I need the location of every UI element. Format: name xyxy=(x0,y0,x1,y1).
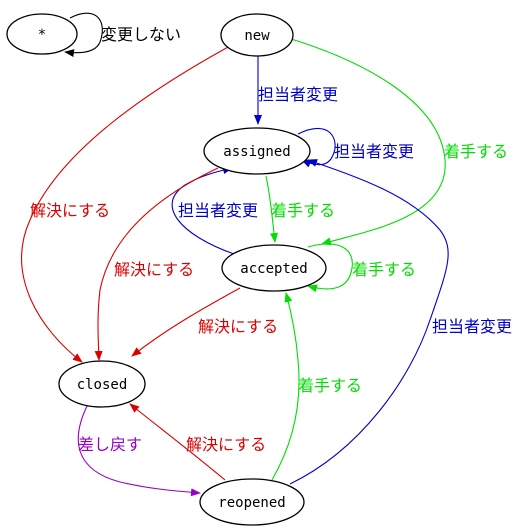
edge-accepted-assigned xyxy=(171,166,235,255)
node-star-label: * xyxy=(38,27,46,43)
label-accepted-assigned: 担当者変更 xyxy=(178,201,258,220)
node-reopened-label: reopened xyxy=(218,495,285,511)
edge-accepted-closed xyxy=(131,287,241,357)
label-reopened-accepted: 着手する xyxy=(298,376,362,395)
node-new-label: new xyxy=(244,28,270,44)
label-assigned-closed: 解決にする xyxy=(114,260,194,279)
edge-assigned-closed xyxy=(94,167,219,361)
edge-accepted-self xyxy=(307,243,353,293)
label-reopened-assigned: 担当者変更 xyxy=(432,317,512,336)
label-assigned-accepted: 着手する xyxy=(271,201,335,220)
label-closed-reopened: 差し戻す xyxy=(78,435,142,454)
node-star: * xyxy=(6,13,78,55)
node-new: new xyxy=(220,13,294,57)
label-new-closed: 解決にする xyxy=(30,201,110,220)
edge-reopened-assigned xyxy=(289,159,449,485)
edge-reopened-closed xyxy=(129,403,226,481)
edge-new-accepted xyxy=(287,37,446,246)
edge-star-self xyxy=(64,12,103,58)
label-accepted-self: 着手する xyxy=(352,260,416,279)
node-reopened: reopened xyxy=(199,478,305,526)
label-new-assigned: 担当者変更 xyxy=(258,85,338,104)
label-assigned-self: 担当者変更 xyxy=(334,142,414,161)
node-closed: closed xyxy=(58,360,146,408)
node-assigned: assigned xyxy=(203,127,311,175)
label-accepted-closed: 解決にする xyxy=(198,317,278,336)
edge-reopened-accepted xyxy=(271,292,300,481)
edge-closed-reopened xyxy=(77,403,201,497)
label-reopened-closed: 解決にする xyxy=(186,435,266,454)
label-star-self: 変更しない xyxy=(101,25,181,44)
label-new-accepted: 着手する xyxy=(444,142,508,161)
node-assigned-label: assigned xyxy=(223,144,290,160)
node-accepted-label: accepted xyxy=(240,261,307,277)
edge-assigned-accepted xyxy=(265,175,278,243)
node-accepted: accepted xyxy=(221,244,327,292)
node-closed-label: closed xyxy=(77,377,128,393)
edge-new-closed xyxy=(21,45,231,363)
